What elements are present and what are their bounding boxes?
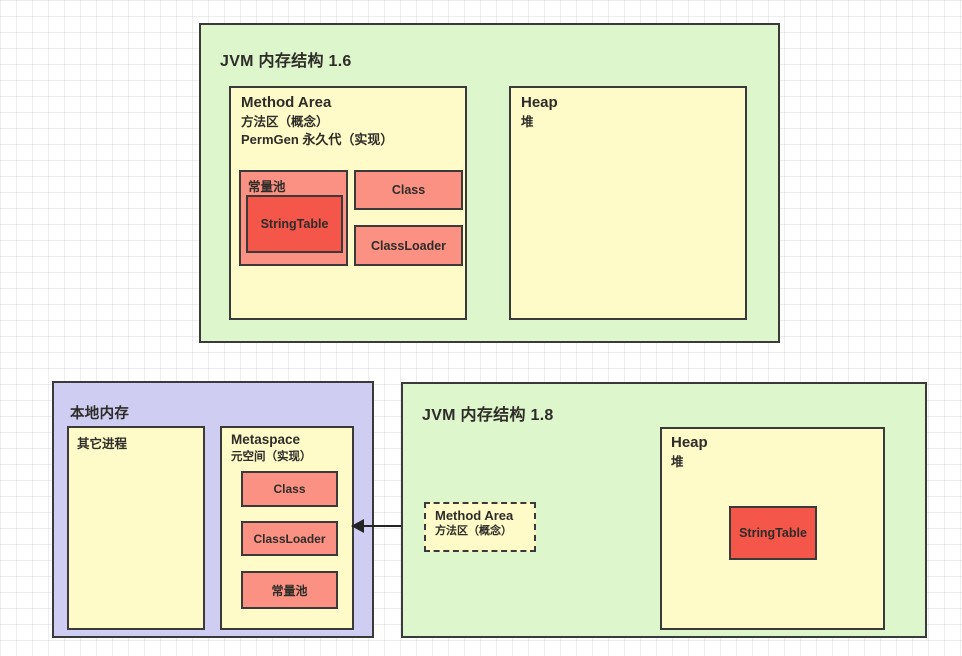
heap-box-18: Heap 堆 StringTable — [660, 427, 885, 630]
heap-title-16: Heap — [521, 94, 558, 111]
method-area-dashed-subtitle: 方法区（概念） — [435, 525, 512, 538]
other-process-box: 其它进程 — [67, 426, 205, 630]
method-area-subtitle-cn: 方法区（概念） — [241, 114, 329, 129]
constant-pool-label-18: 常量池 — [271, 583, 308, 598]
jvm-16-title: JVM 内存结构 1.6 — [220, 53, 352, 70]
other-process-label: 其它进程 — [77, 437, 128, 451]
constant-pool-box-18: 常量池 — [241, 571, 338, 609]
heap-subtitle-18: 堆 — [671, 454, 684, 469]
method-area-arrow-line — [363, 525, 424, 527]
metaspace-title: Metaspace — [231, 432, 301, 447]
constant-pool-label: 常量池 — [248, 180, 286, 194]
metaspace-box: Metaspace 元空间（实现） Class ClassLoader 常量池 — [220, 426, 354, 630]
string-table-label-18: StringTable — [739, 526, 807, 540]
method-area-arrow-head — [351, 519, 364, 533]
method-area-dashed-box: Method Area 方法区（概念） — [424, 502, 536, 552]
jvm-16-container: JVM 内存结构 1.6 Method Area 方法区（概念） PermGen… — [199, 23, 780, 343]
native-memory-title: 本地内存 — [70, 406, 130, 422]
classloader-label: ClassLoader — [370, 238, 447, 253]
jvm-18-title: JVM 内存结构 1.8 — [422, 407, 554, 424]
classloader-box-18: ClassLoader — [241, 521, 338, 556]
method-area-dashed-title: Method Area — [435, 508, 514, 523]
string-table-box-16: StringTable — [246, 195, 343, 253]
metaspace-subtitle: 元空间（实现） — [231, 450, 312, 463]
constant-pool-box-16: 常量池 StringTable — [239, 170, 348, 266]
method-area-title: Method Area — [241, 94, 332, 111]
heap-title-18: Heap — [671, 434, 708, 451]
class-box-16: Class — [354, 170, 463, 210]
string-table-box-18: StringTable — [729, 506, 817, 560]
method-area-subtitle-permgen: PermGen 永久代（实现） — [241, 131, 394, 147]
method-area-box-16: Method Area 方法区（概念） PermGen 永久代（实现） 常量池 … — [229, 86, 467, 320]
heap-subtitle-16: 堆 — [521, 114, 534, 129]
string-table-label: StringTable — [260, 217, 329, 231]
jvm-18-container: JVM 内存结构 1.8 Method Area 方法区（概念） Heap 堆 … — [401, 382, 927, 638]
class-label-18: Class — [273, 482, 306, 496]
class-label: Class — [391, 183, 426, 197]
class-box-18: Class — [241, 471, 338, 507]
heap-box-16: Heap 堆 — [509, 86, 747, 320]
classloader-box-16: ClassLoader — [354, 225, 463, 266]
native-memory-container: 本地内存 其它进程 Metaspace 元空间（实现） Class ClassL… — [52, 381, 374, 638]
classloader-label-18: ClassLoader — [253, 531, 326, 546]
